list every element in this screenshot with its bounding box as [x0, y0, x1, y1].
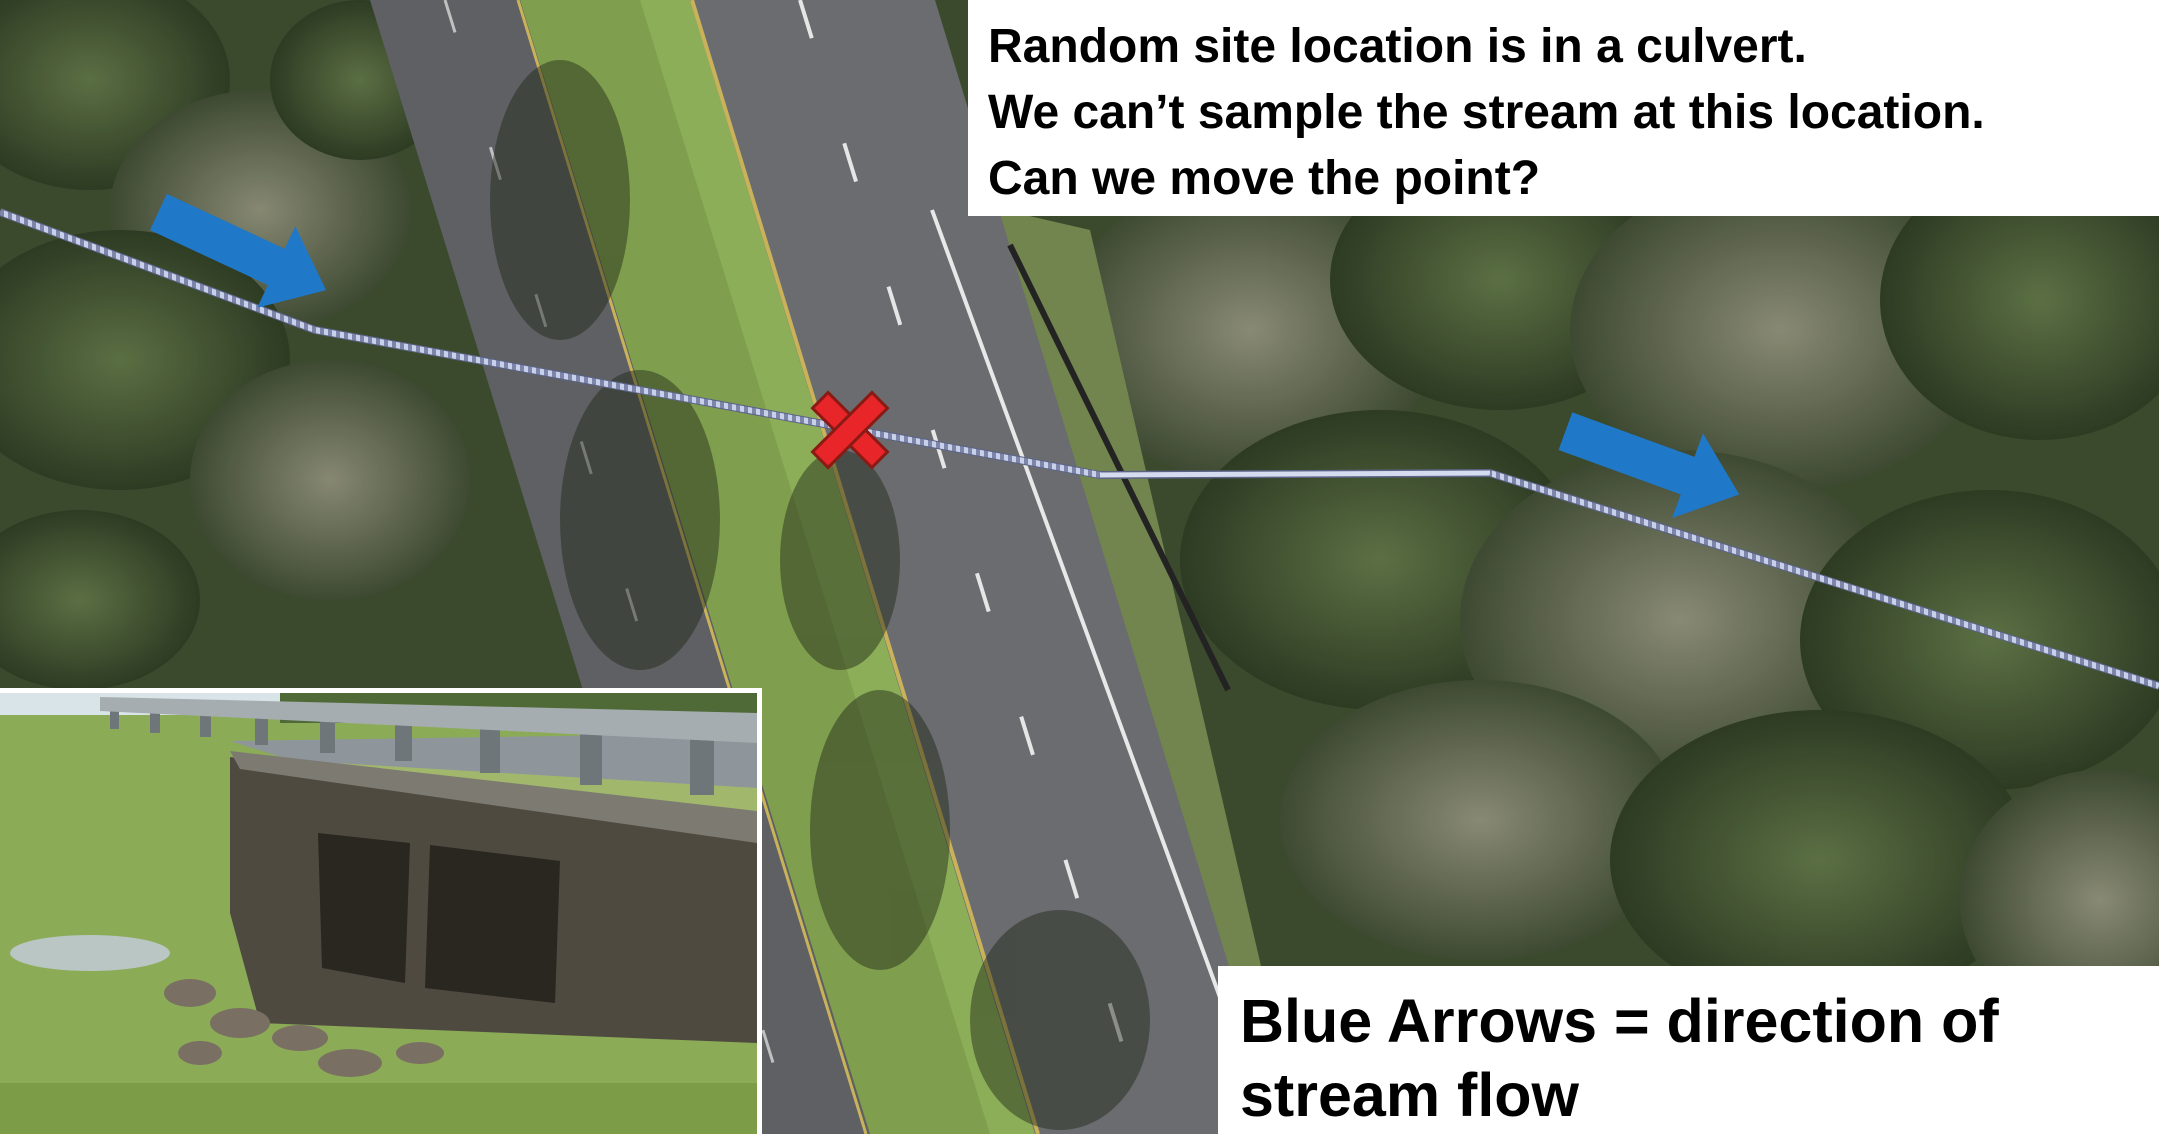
stream-line	[0, 208, 2159, 690]
arrow-right-down-icon	[1558, 412, 1740, 518]
arrow-right-down-icon	[149, 193, 327, 308]
guardrail-beam	[100, 697, 757, 743]
guardrail	[1007, 243, 1231, 692]
road-edge-line	[516, 0, 868, 1134]
culvert-photo	[0, 693, 757, 1134]
question-line: Random site location is in a culvert.	[988, 20, 1807, 73]
tree-canopy-left	[0, 0, 470, 690]
tree-shadows	[490, 60, 1150, 1130]
tree-canopy-right	[1060, 150, 2159, 1030]
question-callout: Random site location is in a culvert. We…	[968, 0, 2159, 216]
culvert-barrel	[425, 845, 560, 1003]
road-edge-line	[930, 209, 1272, 1134]
median-grass-left-edge	[520, 0, 990, 1134]
culvert-top	[230, 751, 757, 843]
question-line: We can’t sample the stream at this locat…	[988, 86, 1985, 139]
median-grass	[630, 0, 1050, 1134]
culvert-photo-inset	[0, 688, 762, 1134]
rocks	[164, 979, 444, 1077]
x-mark-icon	[810, 390, 890, 470]
legend-line: stream flow	[1240, 1061, 1579, 1129]
culvert-barrel	[318, 833, 410, 983]
legend-line: Blue Arrows = direction of	[1240, 987, 1999, 1055]
question-line: Can we move the point?	[988, 152, 1541, 205]
road-edge-line	[690, 0, 1040, 1134]
legend-callout: Blue Arrows = direction of stream flow	[1218, 966, 2159, 1134]
road-northbound	[690, 0, 1280, 1134]
water-pool	[10, 935, 170, 971]
foreground-grass	[0, 1083, 757, 1134]
